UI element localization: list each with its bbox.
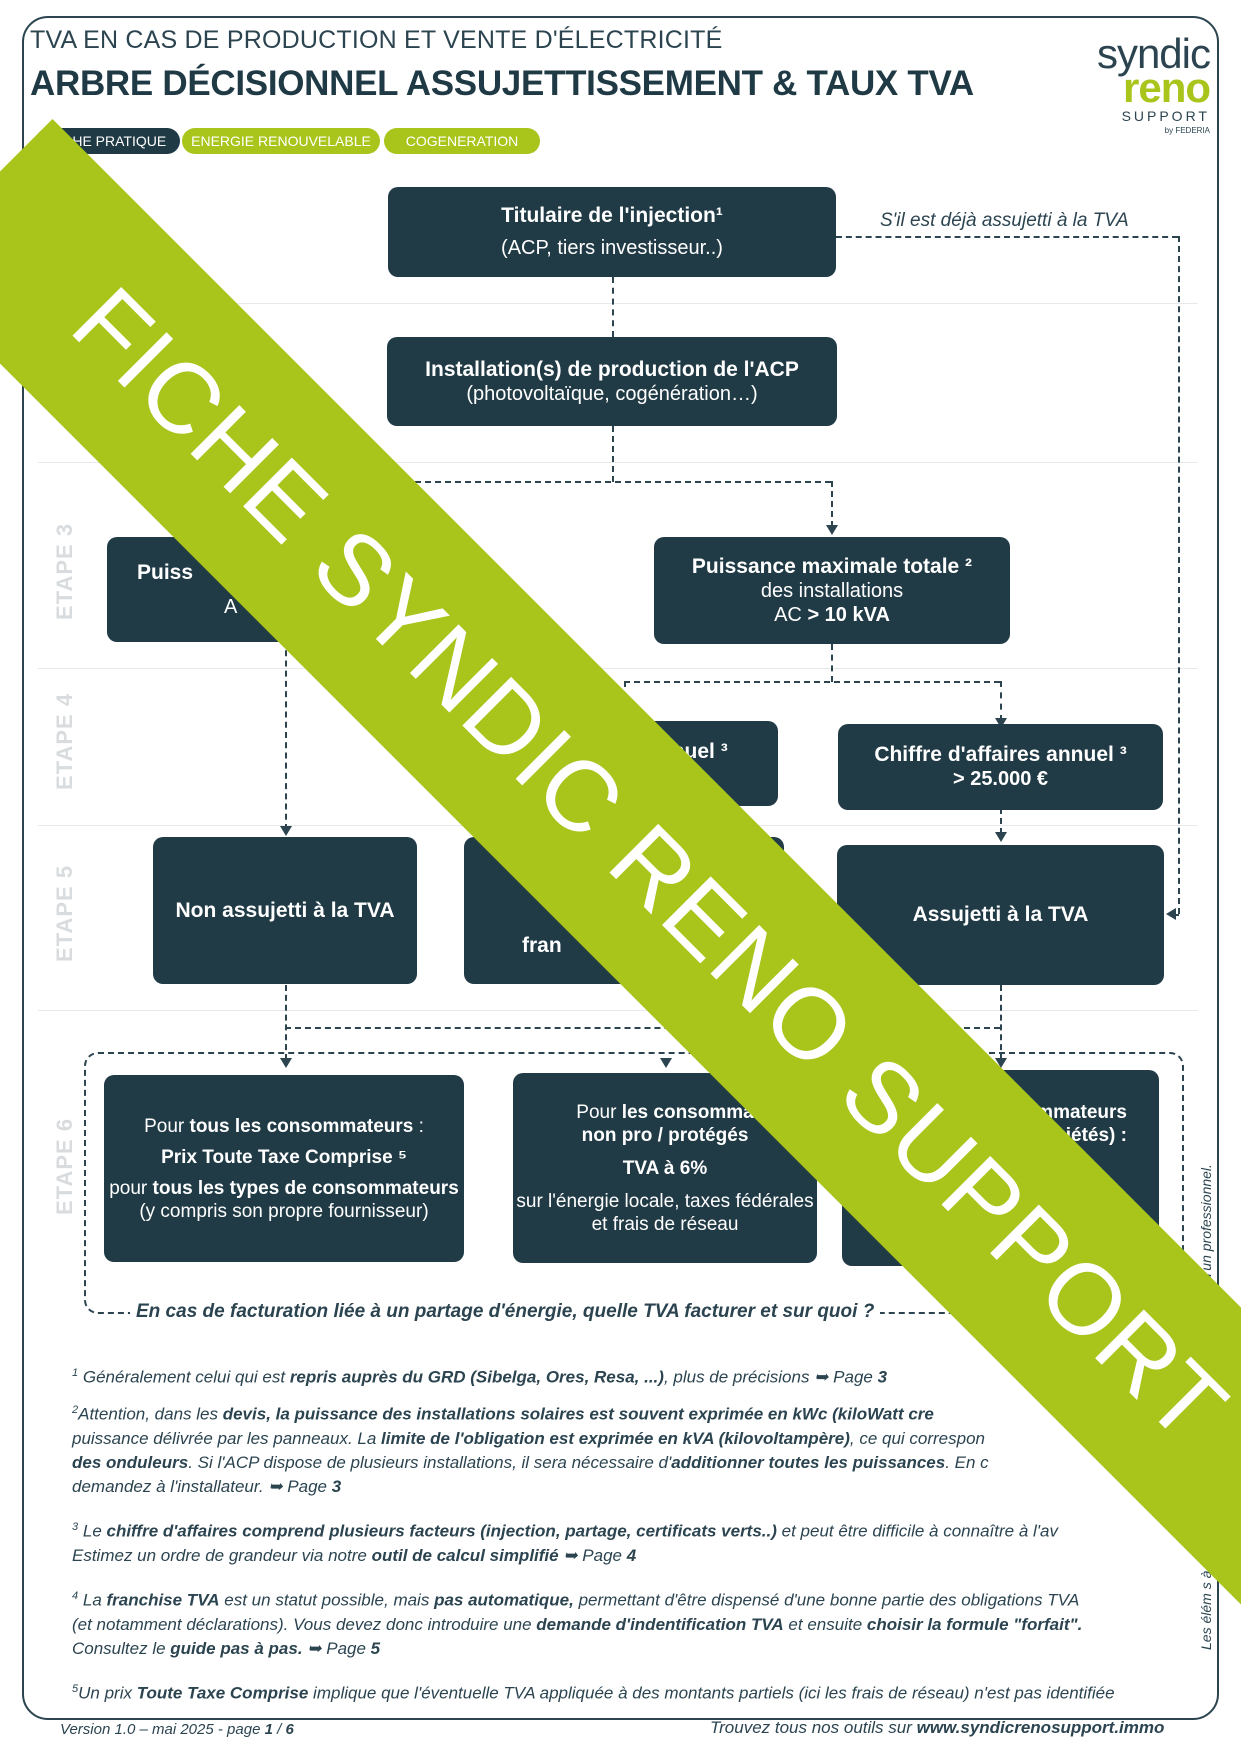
tag-cogeneration: COGENERATION: [384, 128, 540, 154]
box-title: Puissance maximale totale ²: [691, 554, 973, 578]
box-non-assujetti: Non assujetti à la TVA: [153, 837, 417, 984]
connector: [624, 681, 1000, 683]
connector: [285, 985, 287, 1060]
connector: [1175, 914, 1179, 916]
box-tva-rate: TVA à 6%: [622, 1157, 708, 1179]
syndic-reno-logo: syndic reno SUPPORT by FEDERIA: [1070, 30, 1211, 135]
arrow-left-icon: [1166, 908, 1176, 920]
connector: [1000, 681, 1002, 721]
arrow-down-icon: [660, 1058, 672, 1068]
box-title: Puiss: [137, 560, 194, 584]
page-title: ARBRE DÉCISIONNEL ASSUJETTISSEMENT & TAU…: [30, 64, 974, 103]
tag-energie-renouvelable: ENERGIE RENOUVELABLE: [182, 128, 380, 154]
box-title: Non assujetti à la TVA: [175, 898, 395, 922]
connector: [1000, 808, 1002, 834]
already-assujetti-note: S'il est déjà assujetti à la TVA: [880, 210, 1129, 231]
step-label-3: ETAPE 3: [52, 522, 77, 620]
box-subtitle: A: [224, 595, 238, 618]
arrow-down-icon: [995, 832, 1007, 842]
box-title: Titulaire de l'injection¹: [501, 204, 723, 227]
row-separator: [38, 1010, 1198, 1011]
partage-energie-question: En cas de facturation liée à un partage …: [130, 1301, 881, 1323]
box-puissance-high: Puissance maximale totale ² des installa…: [654, 537, 1010, 644]
step-label-6: ETAPE 6: [52, 1117, 77, 1215]
arrow-down-icon: [826, 525, 838, 535]
box-installation-production: Installation(s) de production de l'ACP (…: [387, 337, 837, 426]
website-footer: Trouvez tous nos outils sur www.syndicre…: [710, 1718, 1165, 1737]
box-tous-consommateurs: Pour tous les consommateurs : Prix Toute…: [104, 1075, 464, 1262]
connector: [831, 644, 833, 682]
page-subtitle: TVA EN CAS DE PRODUCTION ET VENTE D'ÉLEC…: [30, 26, 723, 54]
box-subtitle: > 25.000 €: [952, 768, 1049, 790]
box-threshold: AC > 10 kVA: [774, 603, 890, 626]
connector: [285, 640, 287, 830]
logo-federia: by FEDERIA: [1164, 126, 1210, 135]
box-titulaire-injection: Titulaire de l'injection¹ (ACP, tiers in…: [388, 187, 836, 277]
connector: [285, 481, 831, 483]
footnote-3: 3 Le chiffre d'affaires comprend plusieu…: [72, 1521, 1058, 1565]
row-separator: [38, 668, 1198, 669]
arrow-down-icon: [995, 1058, 1007, 1068]
connector: [836, 236, 1178, 238]
arrow-down-icon: [280, 826, 292, 836]
step-label-5: ETAPE 5: [52, 864, 77, 962]
connector: [831, 481, 833, 527]
page-frame: [22, 16, 1219, 1720]
connector: [612, 277, 614, 337]
footnote-2: 2Attention, dans les devis, la puissance…: [72, 1404, 989, 1496]
connector: [1178, 236, 1180, 914]
arrow-down-icon: [280, 1058, 292, 1068]
connector: [1000, 985, 1002, 1060]
step-label-4: ETAPE 4: [52, 692, 77, 790]
box-title: fran: [522, 934, 562, 957]
footnote-4: 4 La franchise TVA est un statut possibl…: [72, 1590, 1083, 1658]
box-subtitle: (ACP, tiers investisseur..): [501, 237, 723, 259]
footnote-1: 1 Généralement celui qui est repris aupr…: [72, 1367, 888, 1387]
box-title: Assujetti à la TVA: [912, 903, 1089, 926]
version-footer: Version 1.0 – mai 2025 - page 1 / 6: [60, 1721, 294, 1738]
box-title: Chiffre d'affaires annuel ³: [874, 743, 1127, 766]
logo-support: SUPPORT: [1121, 108, 1210, 124]
footnote-5: 5Un prix Toute Taxe Comprise implique qu…: [72, 1683, 1115, 1703]
row-separator: [38, 303, 1198, 304]
box-subtitle: des installations: [760, 579, 904, 602]
logo-syndic: syndic: [1096, 30, 1211, 77]
box-prix-ttc: Prix Toute Taxe Comprise ⁵: [161, 1146, 407, 1168]
box-ca-high: Chiffre d'affaires annuel ³ > 25.000 €: [838, 724, 1163, 810]
connector: [612, 426, 614, 482]
connector: [285, 1027, 1000, 1029]
arrow-down-icon: [995, 718, 1007, 728]
row-separator: [38, 462, 1198, 463]
box-subtitle: (photovoltaïque, cogénération…): [466, 382, 758, 405]
box-title: Installation(s) de production de l'ACP: [425, 357, 799, 381]
website-link[interactable]: www.syndicrenosupport.immo: [916, 1718, 1165, 1737]
logo-reno: reno: [1122, 64, 1211, 111]
